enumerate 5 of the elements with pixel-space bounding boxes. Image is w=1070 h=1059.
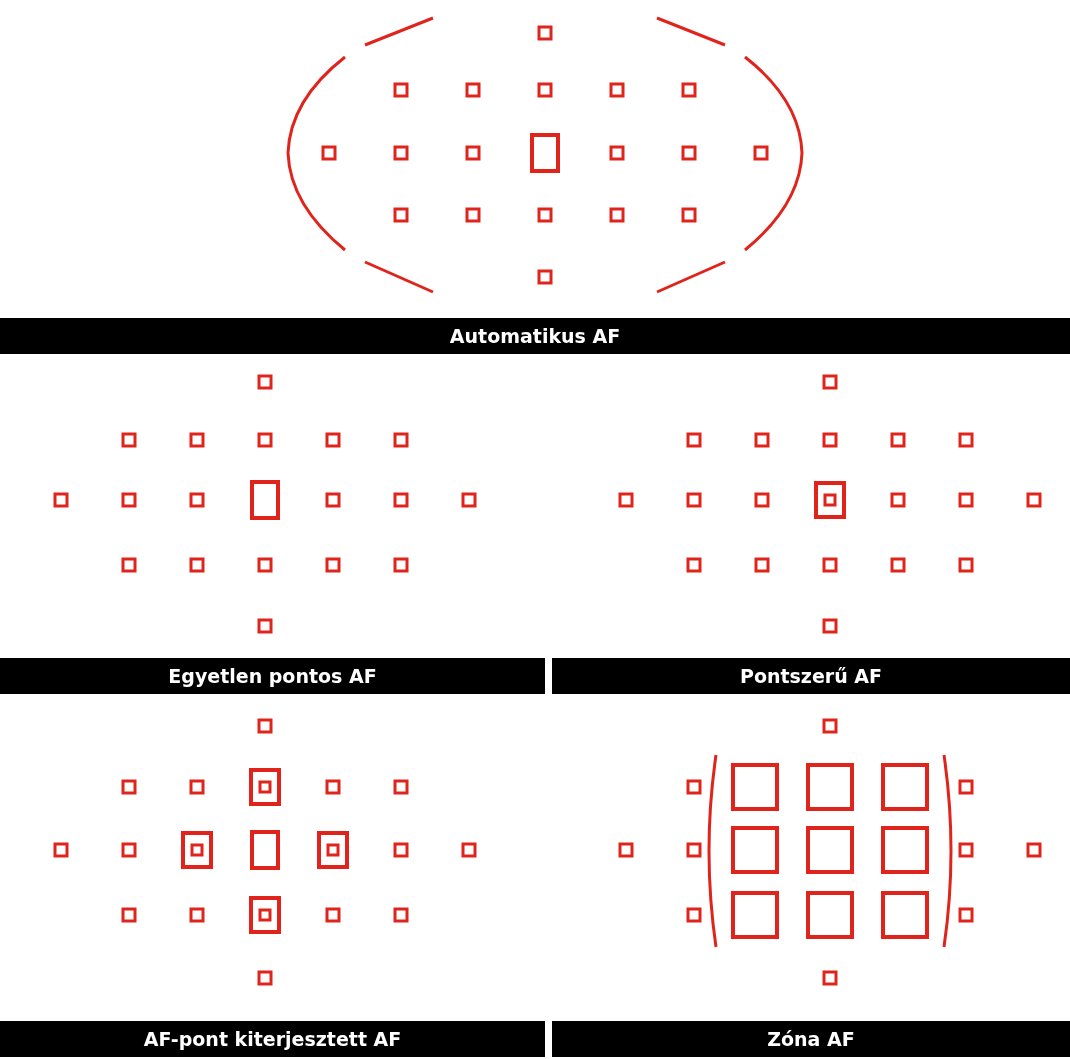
caption-bar: Pontszerű AF bbox=[552, 658, 1070, 694]
caption-bar: Egyetlen pontos AF bbox=[0, 658, 545, 694]
caption-bar: AF-pont kiterjesztett AF bbox=[0, 1021, 545, 1057]
caption-bar: Zóna AF bbox=[552, 1021, 1070, 1057]
caption-bar: Automatikus AF bbox=[0, 318, 1070, 354]
